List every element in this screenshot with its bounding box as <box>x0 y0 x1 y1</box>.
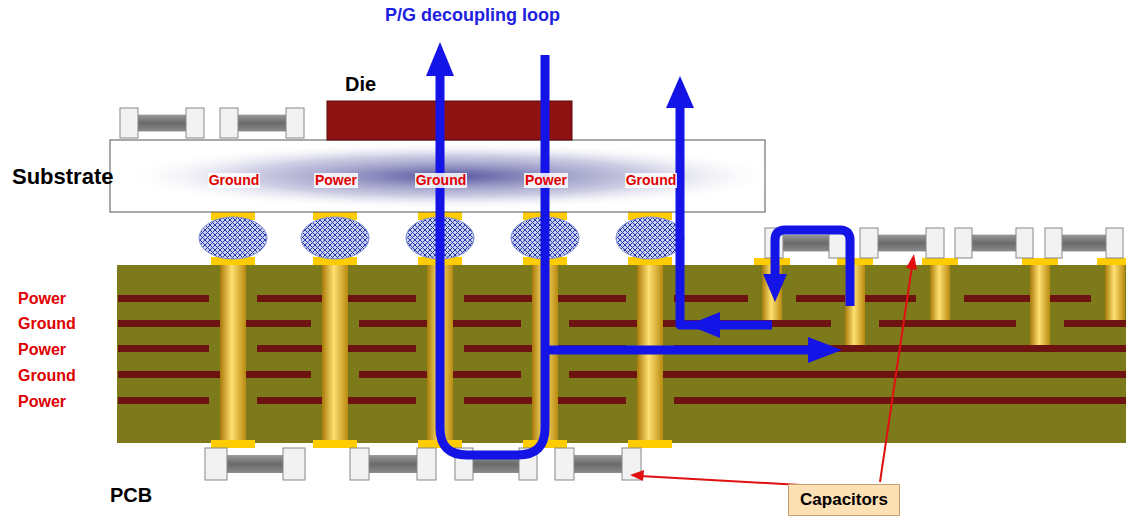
capacitor-body <box>972 235 1016 252</box>
pad <box>211 440 255 448</box>
via <box>930 265 950 320</box>
plane-segment <box>1064 320 1126 327</box>
capacitor-body <box>369 455 417 473</box>
pad <box>628 440 672 448</box>
pad <box>1097 258 1126 265</box>
capacitor-body <box>138 115 186 132</box>
die-region: Die <box>327 101 572 140</box>
plane-segment <box>118 320 311 327</box>
solder-ball <box>616 217 684 259</box>
plane-segment <box>118 371 311 378</box>
capacitor-body <box>783 235 829 252</box>
vias <box>211 212 1126 448</box>
layer-label: Power <box>18 290 66 308</box>
loop-arrowheads <box>426 42 842 363</box>
via <box>1105 265 1125 320</box>
capacitor-terminal <box>926 228 944 258</box>
net-label: Ground <box>415 173 468 188</box>
capacitor-terminal <box>120 108 138 138</box>
part-name: Capacitors <box>800 491 888 510</box>
plane-segment <box>879 320 1016 327</box>
plane-segment <box>118 345 209 352</box>
net-label: Power <box>314 173 358 188</box>
layer-label: Power <box>18 393 66 411</box>
capacitor-body <box>574 455 622 473</box>
capacitor-body <box>878 235 926 252</box>
plane-segment <box>674 295 748 302</box>
pad <box>1022 258 1058 265</box>
plane-segment <box>964 295 1091 302</box>
capacitor-terminal <box>1045 228 1062 258</box>
capacitor-terminal <box>555 448 574 480</box>
capacitor-terminal <box>860 228 878 258</box>
capacitor-body <box>227 455 283 473</box>
plane-segment <box>674 397 1126 404</box>
callout-box: Capacitors <box>788 484 900 516</box>
board-label: PCB <box>110 484 152 506</box>
plane-segment <box>118 397 209 404</box>
pad <box>837 258 873 265</box>
layer-label: Ground <box>18 315 76 333</box>
substrate-region: SubstrateGroundPowerGroundPowerGround <box>110 140 765 212</box>
decoupling-loop <box>440 55 850 455</box>
capacitor-terminal <box>205 448 227 480</box>
part-name: Substrate <box>12 165 113 189</box>
pad <box>313 440 357 448</box>
via <box>1030 265 1050 345</box>
capacitor-terminal <box>1016 228 1033 258</box>
capacitors <box>120 108 1123 480</box>
capacitor-terminal <box>1106 228 1123 258</box>
capacitor-terminal <box>186 108 204 138</box>
solder-ball <box>301 217 369 259</box>
capacitor-terminal <box>220 108 238 138</box>
via <box>220 265 246 441</box>
net-label: Ground <box>625 173 678 188</box>
capacitor-terminal <box>283 448 305 480</box>
solder-ball <box>199 217 267 259</box>
plane-segment <box>118 295 209 302</box>
part-name: Die <box>345 73 376 95</box>
net-label: Ground <box>208 173 261 188</box>
capacitor-terminal <box>286 108 304 138</box>
capacitor-terminal <box>955 228 972 258</box>
capacitor-terminal <box>350 448 369 480</box>
capacitor-terminal <box>417 448 436 480</box>
die-body <box>327 101 572 140</box>
pcb-board <box>117 265 1126 443</box>
diagram-heading: P/G decoupling loop <box>385 6 560 26</box>
pad <box>922 258 958 265</box>
layer-label: Power <box>18 341 66 359</box>
via <box>322 265 348 441</box>
layer-label: Ground <box>18 367 76 385</box>
plane-layers <box>118 295 1126 404</box>
capacitor-body <box>238 115 286 132</box>
net-label: Power <box>524 173 568 188</box>
capacitor-body <box>1062 235 1106 252</box>
leader-lines <box>630 254 917 486</box>
